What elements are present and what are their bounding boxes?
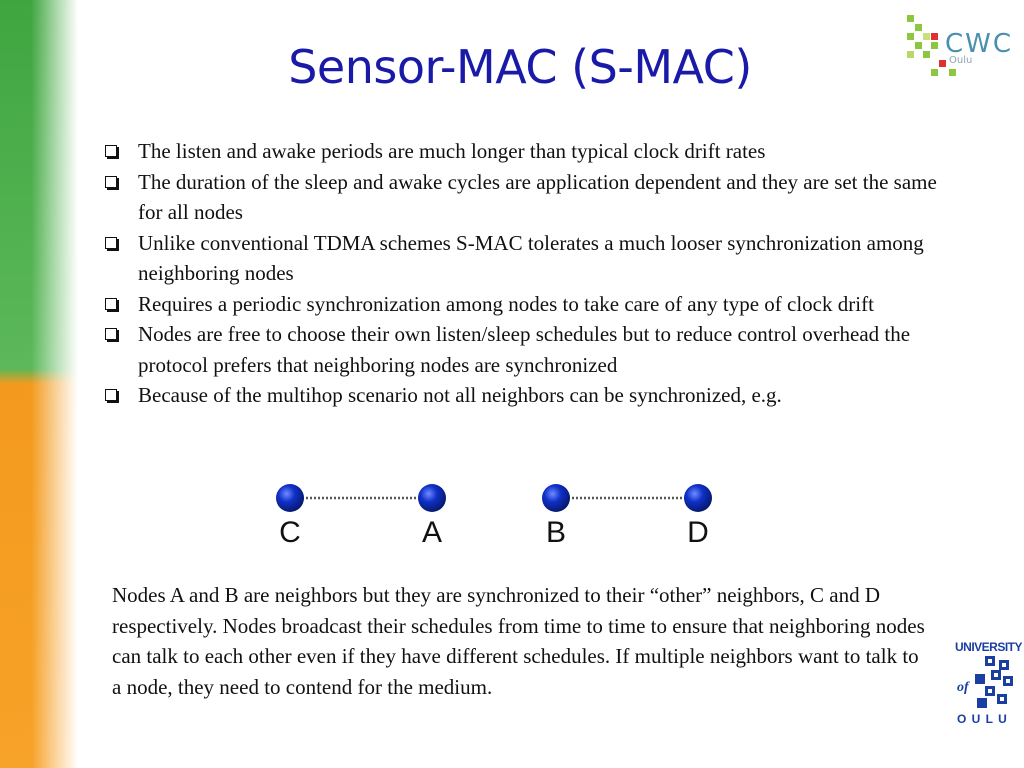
bullet-item: The listen and awake periods are much lo…: [100, 136, 960, 167]
node-label-d: D: [687, 516, 709, 549]
bullet-list: The listen and awake periods are much lo…: [100, 136, 960, 411]
bullet-text: Unlike conventional TDMA schemes S-MAC t…: [138, 230, 924, 286]
checkbox-bullet-icon: [105, 297, 117, 310]
cwc-logo-subtext: Oulu: [949, 55, 973, 66]
slide-title: Sensor-MAC (S-MAC): [288, 40, 752, 94]
checkbox-bullet-icon: [105, 328, 117, 340]
node-a: [418, 484, 446, 512]
node-label-c: C: [279, 516, 301, 549]
checkbox-bullet-icon: [105, 175, 117, 188]
side-gradient-bar: [0, 0, 78, 768]
node-b: [542, 484, 570, 512]
university-logo-top: UNIVERSITY: [955, 640, 1023, 654]
bullet-text: Nodes are free to choose their own liste…: [138, 322, 911, 377]
node-label-b: B: [546, 516, 566, 549]
node-c: [276, 484, 304, 512]
university-of-oulu-logo: UNIVERSITY of O U L U: [955, 640, 1023, 728]
university-crest-icon: [975, 656, 1013, 708]
explanation-paragraph: Nodes A and B are neighbors but they are…: [112, 583, 925, 699]
checkbox-bullet-icon: [105, 389, 117, 401]
checkbox-bullet-icon: [105, 236, 117, 249]
university-logo-bottom: O U L U: [957, 712, 1008, 726]
checkbox-bullet-icon: [105, 145, 117, 157]
bullet-text: Because of the multihop scenario not all…: [138, 383, 782, 407]
bullet-text: The duration of the sleep and awake cycl…: [138, 169, 937, 225]
bullet-item: Unlike conventional TDMA schemes S-MAC t…: [100, 228, 960, 289]
bullet-text: Requires a periodic synchronization amon…: [138, 291, 874, 316]
cwc-logo: CWC Oulu: [905, 15, 1015, 85]
bullet-item: Requires a periodic synchronization amon…: [100, 289, 960, 320]
bullet-item: Because of the multihop scenario not all…: [100, 380, 960, 411]
node-d: [684, 484, 712, 512]
bullet-item: Nodes are free to choose their own liste…: [100, 319, 960, 380]
bullet-text: The listen and awake periods are much lo…: [138, 139, 766, 163]
cwc-logo-text: CWC: [945, 29, 1014, 59]
bullet-item: The duration of the sleep and awake cycl…: [100, 167, 960, 228]
university-logo-of: of: [957, 680, 969, 695]
node-label-a: A: [422, 516, 442, 549]
node-sync-diagram: C A B D: [276, 484, 712, 549]
